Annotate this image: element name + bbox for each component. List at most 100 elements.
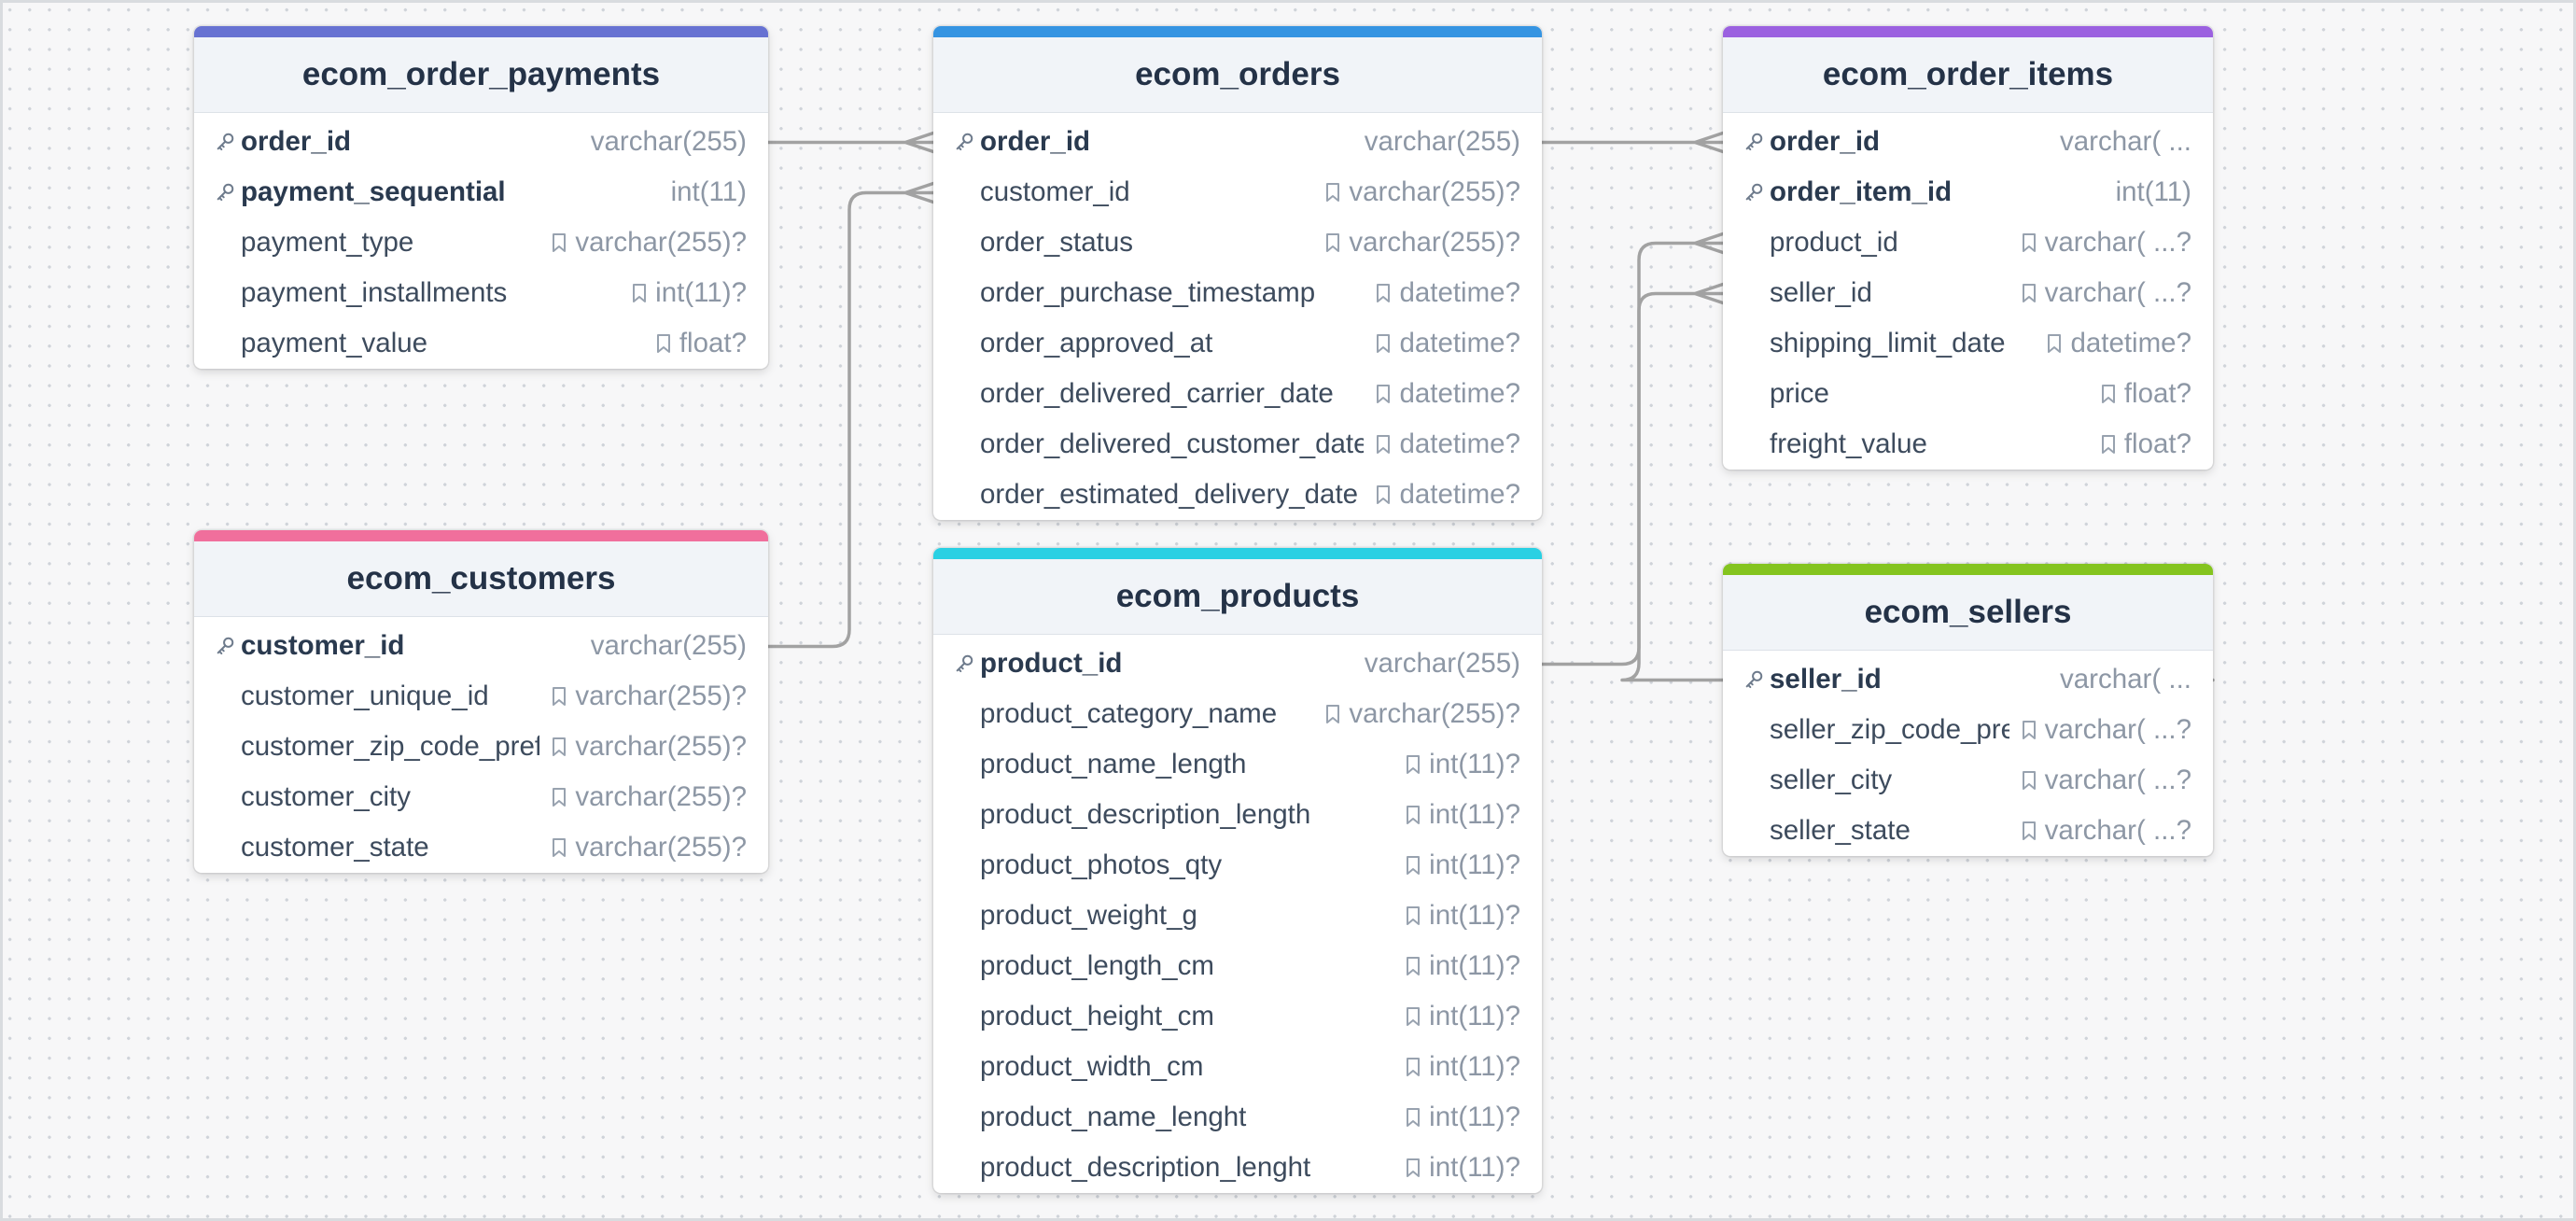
bookmark-icon [1324,232,1341,253]
field-type: int(11)? [1393,900,1520,932]
table-accent-bar [1723,26,2213,37]
field-type-label: varchar( ...? [2044,765,2191,795]
field-type-label: varchar(255)? [1349,227,1520,258]
field-type: varchar(255)? [539,681,747,712]
field-type: varchar( ...? [2009,765,2191,796]
table-header[interactable]: ecom_orders [933,37,1542,113]
field-name: product_name_lenght [980,1102,1247,1132]
field-type-label: datetime? [1399,428,1520,459]
table-header[interactable]: ecom_products [933,559,1542,635]
table-header[interactable]: ecom_customers [194,541,768,617]
field-type-label: float? [679,328,747,358]
field-name: product_weight_g [980,900,1197,931]
field-name: seller_city [1770,765,1893,795]
table-accent-bar [1723,564,2213,575]
field-name: order_delivered_carrier_date [980,378,1334,409]
field-name: order_estimated_delivery_date [980,479,1359,510]
field-type-label: float? [2123,378,2191,409]
bookmark-icon [1324,704,1341,724]
field-type: varchar(255)? [1313,227,1520,259]
field-type-label: int(11)? [1429,799,1520,830]
table-header[interactable]: ecom_order_items [1723,37,2213,113]
relation-edge-ecom_sellers-ecom_order_items[interactable] [1620,282,2215,682]
field-name: freight_value [1770,428,1927,459]
field-type-label: varchar(255) [1364,648,1520,679]
bookmark-icon [631,283,648,303]
field-type-label: int(11)? [1429,950,1520,981]
field-row[interactable]: product_weight_g int(11)? [933,891,1542,941]
field-type: varchar(255) [1353,126,1520,158]
bookmark-icon [1405,754,1421,775]
field-type: varchar( ...? [2009,277,2191,309]
bookmark-icon [551,787,567,807]
table-title: ecom_orders [1135,56,1340,92]
field-name: order_item_id [1770,176,1953,207]
field-type: int(11)? [1393,1102,1520,1133]
bookmark-icon [1405,1006,1421,1027]
relation-edge-ecom_customers-ecom_orders[interactable] [766,181,935,649]
relation-edge-ecom_orders-ecom_order_items[interactable] [1540,131,1725,154]
field-type-label: datetime? [2070,328,2191,358]
relation-edge-ecom_order_payments-ecom_orders[interactable] [766,131,935,154]
field-type: datetime? [2035,328,2191,359]
table-header[interactable]: ecom_sellers [1723,575,2213,651]
bookmark-icon [1405,956,1421,976]
bookmark-icon [1405,1057,1421,1077]
field-type: varchar(255)? [1313,176,1520,208]
table-header[interactable]: ecom_order_payments [194,37,768,113]
field-row[interactable]: product_name_lenght int(11)? [933,1092,1542,1143]
field-name: product_name_length [980,749,1247,779]
field-row[interactable]: seller_city varchar( ...? [1723,755,2213,806]
field-type-label: varchar(255)? [575,227,747,258]
field-type: varchar(255) [580,126,747,158]
field-type-label: int(11)? [655,277,747,308]
field-type-label: varchar(255) [590,630,747,661]
field-type-label: varchar( ... [2060,126,2191,157]
relation-edge-ecom_products-ecom_order_items[interactable] [1540,232,1725,667]
